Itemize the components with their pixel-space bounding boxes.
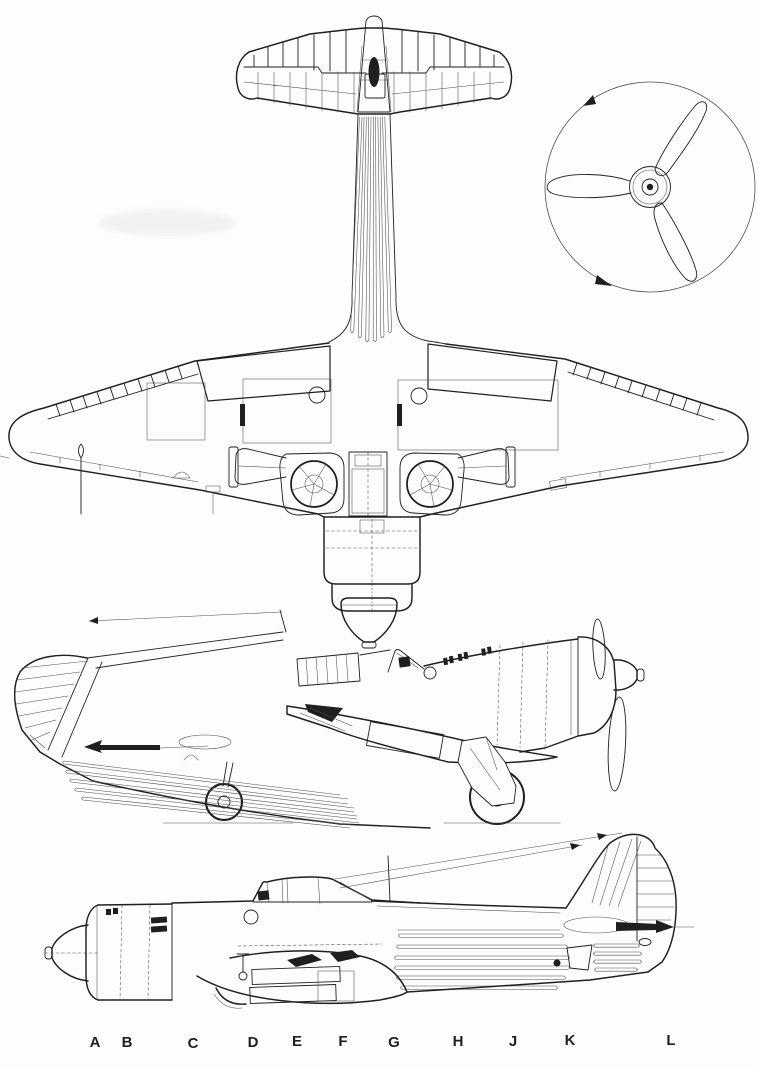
label-j: J bbox=[508, 1033, 518, 1050]
plan-view bbox=[0, 15, 749, 649]
label-f: F bbox=[338, 1033, 348, 1050]
label-c: C bbox=[187, 1035, 199, 1052]
side-view-taxi bbox=[13, 609, 645, 829]
label-e: E bbox=[291, 1033, 303, 1050]
label-g: G bbox=[388, 1034, 400, 1051]
label-l: L bbox=[666, 1032, 676, 1049]
label-d: D bbox=[247, 1034, 259, 1051]
label-a: A bbox=[89, 1034, 101, 1051]
print-smudge bbox=[98, 210, 236, 236]
label-k: K bbox=[564, 1032, 576, 1049]
label-h: H bbox=[452, 1033, 464, 1050]
side-view-flight bbox=[44, 832, 695, 1009]
label-b: B bbox=[121, 1034, 133, 1051]
propeller-detail bbox=[544, 81, 756, 293]
